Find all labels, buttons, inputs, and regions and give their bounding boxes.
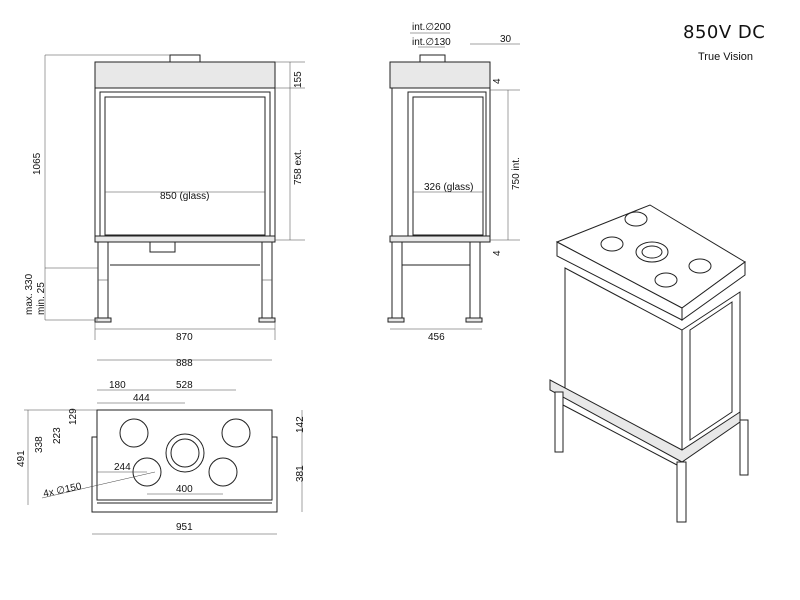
top-180: 180 [109, 380, 126, 391]
side-int-height: 750 int. [511, 157, 522, 190]
main-flue-collar [165, 433, 205, 473]
top-244: 244 [114, 462, 131, 473]
front-ext-height: 758 ext. [293, 149, 304, 185]
top-129: 129 [68, 408, 79, 425]
front-width: 870 [176, 332, 193, 343]
top-888: 888 [176, 358, 193, 369]
flue-hole [221, 418, 251, 448]
front-leg-max: max. 330 [24, 273, 35, 315]
flue-hole [208, 457, 238, 487]
front-leg-min: min. 25 [36, 282, 47, 315]
model-title: 850V DC [683, 22, 765, 43]
top-223: 223 [52, 427, 63, 444]
top-528: 528 [176, 380, 193, 391]
top-338: 338 [34, 436, 45, 453]
side-depth: 456 [428, 332, 445, 343]
front-top-band: 155 [293, 71, 304, 88]
side-gap-top: 4 [492, 78, 503, 84]
side-gap-bottom: 4 [492, 250, 503, 256]
side-view: 326 (glass) 456 int.∅200 int.∅130 30 4 7… [387, 22, 522, 343]
top-951: 951 [176, 522, 193, 533]
isometric-view [549, 204, 749, 523]
flue-inner-diameter: int.∅130 [412, 37, 451, 48]
top-491: 491 [16, 450, 27, 467]
model-subtitle: True Vision [698, 51, 753, 63]
front-total-height: 1065 [32, 152, 43, 175]
flue-hole [119, 418, 149, 448]
top-142: 142 [295, 416, 306, 433]
top-view: 888 180 528 444 129 223 338 491 142 381 … [16, 358, 306, 535]
side-glass-width: 326 (glass) [424, 182, 473, 193]
flue-outer-diameter: int.∅200 [412, 22, 451, 33]
top-400: 400 [176, 484, 193, 495]
top-444: 444 [133, 393, 150, 404]
top-hole-diameter: 4x ∅150 [42, 481, 83, 500]
front-view: 850 (glass) 870 1065 max. 330 min. 25 15… [24, 54, 305, 343]
front-glass-width: 850 (glass) [160, 191, 209, 202]
top-381: 381 [295, 465, 306, 482]
side-offset: 30 [500, 34, 512, 45]
